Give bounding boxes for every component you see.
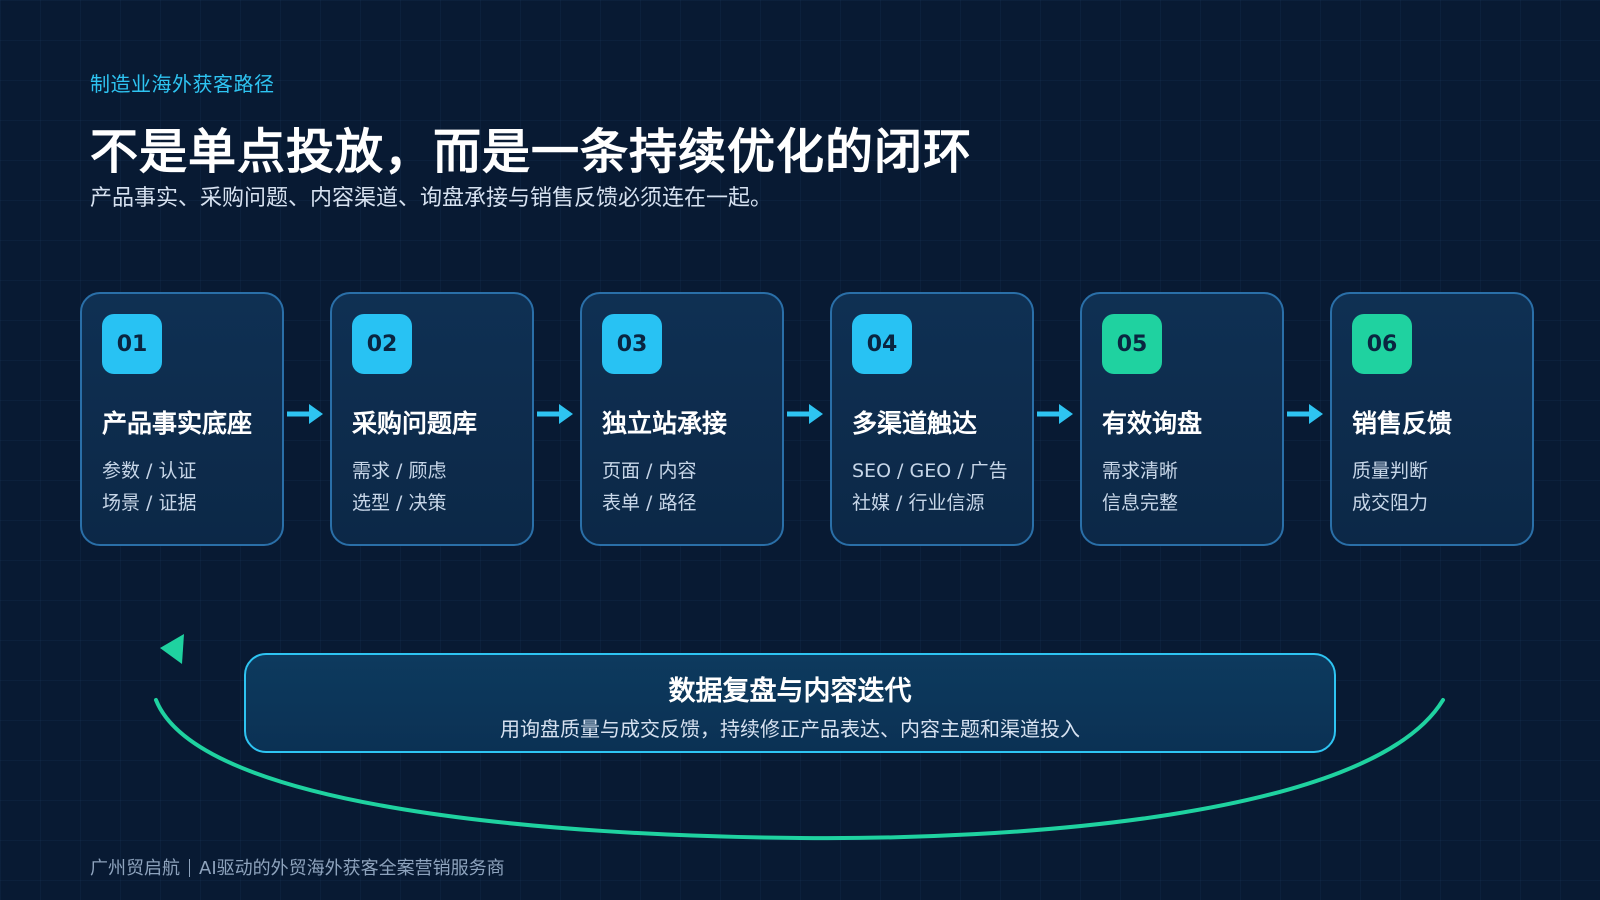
step-number-badge: 02 — [352, 314, 412, 374]
step-title: 销售反馈 — [1352, 409, 1453, 438]
step-detail-line: 社媒 / 行业信源 — [852, 492, 985, 514]
step-number-badge: 03 — [602, 314, 662, 374]
step-title: 产品事实底座 — [102, 409, 253, 438]
step-detail-line: 表单 / 路径 — [602, 492, 697, 514]
step-detail-line: 场景 / 证据 — [102, 492, 197, 514]
feedback-loop-box: 数据复盘与内容迭代 用询盘质量与成交反馈，持续修正产品表达、内容主题和渠道投入 — [244, 653, 1336, 753]
step-card-multichannel-reach: 04 多渠道触达 SEO / GEO / 广告 社媒 / 行业信源 — [830, 292, 1034, 546]
step-title: 有效询盘 — [1102, 409, 1203, 438]
step-card-procurement-questions: 02 采购问题库 需求 / 顾虑 选型 / 决策 — [330, 292, 534, 546]
step-detail-line: 页面 / 内容 — [602, 460, 697, 482]
step-detail-line: 信息完整 — [1102, 492, 1179, 514]
step-title: 独立站承接 — [602, 409, 728, 438]
step-title: 采购问题库 — [352, 409, 478, 438]
step-title: 多渠道触达 — [852, 409, 978, 438]
arrow-right-icon — [787, 404, 823, 424]
step-card-product-facts: 01 产品事实底座 参数 / 认证 场景 / 证据 — [80, 292, 284, 546]
step-number-badge: 05 — [1102, 314, 1162, 374]
footer-tagline: AI驱动的外贸海外获客全案营销服务商 — [199, 858, 505, 879]
arrow-right-icon — [1287, 404, 1323, 424]
loop-arrowhead-icon — [160, 634, 184, 664]
step-number-badge: 06 — [1352, 314, 1412, 374]
page-title: 不是单点投放，而是一条持续优化的闭环 — [90, 124, 973, 180]
step-number-badge: 01 — [102, 314, 162, 374]
step-detail-line: SEO / GEO / 广告 — [852, 460, 1008, 482]
step-detail-line: 需求 / 顾虑 — [352, 460, 447, 482]
feedback-description: 用询盘质量与成交反馈，持续修正产品表达、内容主题和渠道投入 — [500, 717, 1080, 741]
footer-company: 广州贸启航 — [90, 858, 180, 879]
section-kicker: 制造业海外获客路径 — [90, 72, 275, 96]
footer: 广州贸启航 AI驱动的外贸海外获客全案营销服务商 — [90, 854, 505, 880]
step-card-independent-site: 03 独立站承接 页面 / 内容 表单 / 路径 — [580, 292, 784, 546]
page-subtitle: 产品事实、采购问题、内容渠道、询盘承接与销售反馈必须连在一起。 — [90, 186, 773, 211]
step-detail-line: 成交阻力 — [1352, 492, 1429, 514]
step-card-sales-feedback: 06 销售反馈 质量判断 成交阻力 — [1330, 292, 1534, 546]
step-detail-line: 参数 / 认证 — [102, 460, 197, 482]
footer-divider — [189, 859, 190, 877]
step-detail-line: 质量判断 — [1352, 460, 1429, 482]
arrow-right-icon — [287, 404, 323, 424]
feedback-title: 数据复盘与内容迭代 — [668, 676, 912, 707]
arrow-right-icon — [537, 404, 573, 424]
step-card-valid-inquiries: 05 有效询盘 需求清晰 信息完整 — [1080, 292, 1284, 546]
step-number-badge: 04 — [852, 314, 912, 374]
step-detail-line: 需求清晰 — [1102, 460, 1179, 482]
step-detail-line: 选型 / 决策 — [352, 492, 447, 514]
process-steps: 01 产品事实底座 参数 / 认证 场景 / 证据 02 采购问题库 需求 / … — [80, 292, 1560, 550]
arrow-right-icon — [1037, 404, 1073, 424]
